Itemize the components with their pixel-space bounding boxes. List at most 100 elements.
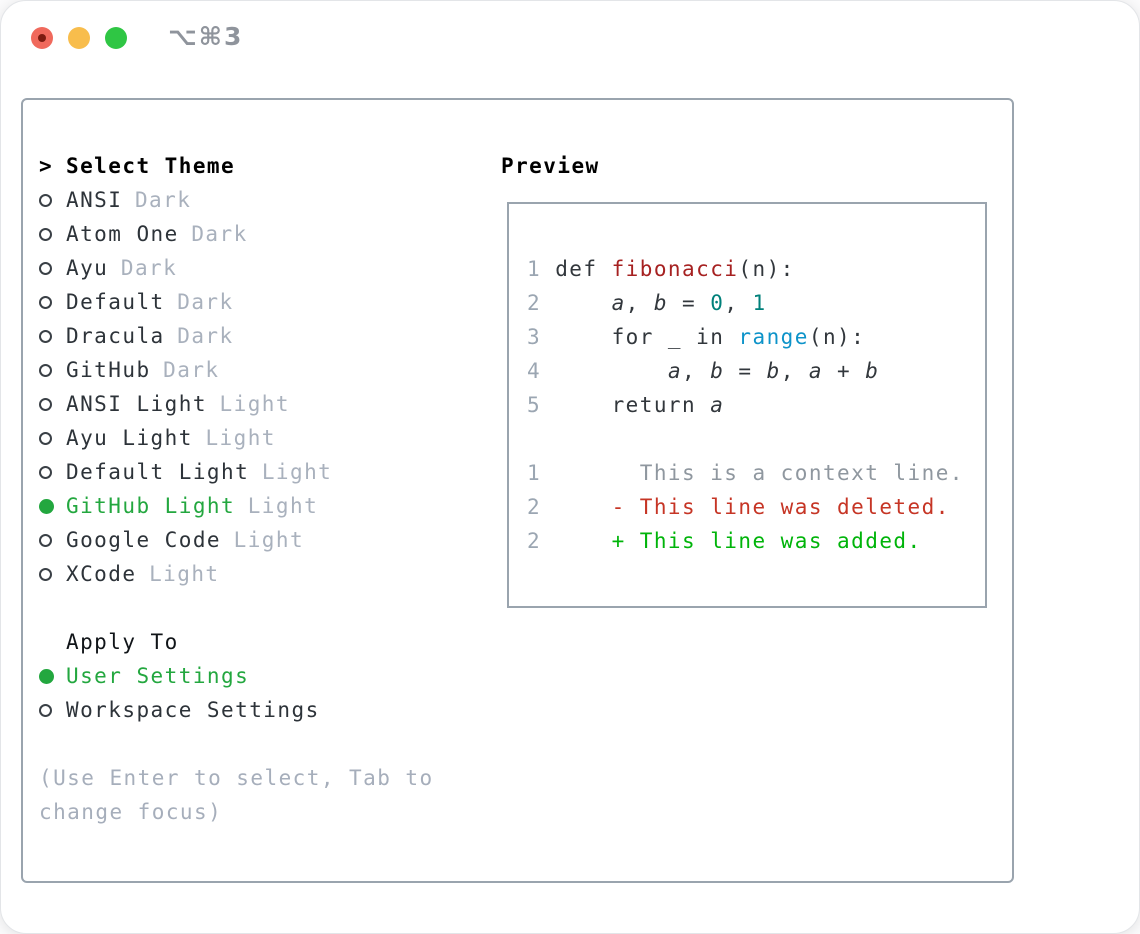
theme-variant-label: Dark xyxy=(163,358,220,382)
radio-icon xyxy=(39,465,52,479)
code-token: for xyxy=(611,325,654,349)
theme-variant-label: Dark xyxy=(134,188,192,212)
theme-variant-label: Dark xyxy=(177,290,234,314)
close-button[interactable] xyxy=(31,27,53,49)
radio-marker xyxy=(39,498,66,514)
option-label: GitHub xyxy=(66,358,151,382)
code-token: 5 xyxy=(527,393,542,417)
radio-icon xyxy=(39,261,52,275)
radio-marker xyxy=(39,533,66,547)
code-token xyxy=(541,359,668,383)
cursor-marker: > xyxy=(39,149,66,183)
radio-selected-icon xyxy=(39,668,54,684)
preview-code-line: 3 for _ in range(n): xyxy=(527,320,985,354)
code-token: (n): xyxy=(808,325,866,349)
code-token: 1 xyxy=(752,291,767,315)
preview-code-line: 2 - This line was deleted. xyxy=(527,490,985,524)
code-token: fibonacci xyxy=(611,257,739,281)
preview-code-line: 1 def fibonacci(n): xyxy=(527,252,985,286)
option-label: Google Code xyxy=(66,528,222,552)
cursor-icon: > xyxy=(39,154,54,178)
code-token: b xyxy=(653,291,668,315)
spacer xyxy=(39,591,434,625)
theme-variant-label: Light xyxy=(233,528,305,552)
option-label: Ayu xyxy=(66,256,109,280)
theme-option-ansi-light[interactable]: ANSI Light Light xyxy=(39,387,434,421)
option-label: Dracula xyxy=(66,324,165,348)
radio-marker xyxy=(39,329,66,343)
code-token: 4 xyxy=(527,359,542,383)
select-theme-header-row: > Select Theme xyxy=(39,149,434,183)
code-token: This is a context line. xyxy=(541,461,964,485)
select-theme-heading: Select Theme xyxy=(66,154,236,178)
preview-code-line: 4 a, b = b, a + b xyxy=(527,354,985,388)
code-token: - This line was deleted. xyxy=(611,495,950,519)
code-token: _ xyxy=(653,325,697,349)
code-token xyxy=(541,325,611,349)
theme-variant-label: Light xyxy=(247,494,319,518)
help-text-line-1: (Use Enter to select, Tab to xyxy=(39,766,434,790)
option-label: Ayu Light xyxy=(66,426,193,450)
option-label: ANSI Light xyxy=(66,392,207,416)
theme-option-github[interactable]: GitHub Dark xyxy=(39,353,434,387)
theme-option-google-code[interactable]: Google Code Light xyxy=(39,523,434,557)
code-token: a xyxy=(808,359,823,383)
radio-icon xyxy=(39,329,52,343)
radio-marker xyxy=(39,261,66,275)
theme-variant-label: Light xyxy=(149,562,220,586)
option-label: Default xyxy=(66,290,165,314)
code-token: return xyxy=(611,393,697,417)
radio-marker xyxy=(39,465,66,479)
code-token: = xyxy=(724,359,767,383)
theme-variant-label: Light xyxy=(219,392,290,416)
theme-variant-label: Light xyxy=(205,426,276,450)
code-token: , xyxy=(625,291,654,315)
theme-option-default[interactable]: Default Dark xyxy=(39,285,434,319)
radio-selected-icon xyxy=(39,498,54,514)
radio-marker xyxy=(39,193,66,207)
code-token: 1 xyxy=(527,257,542,281)
minimize-button[interactable] xyxy=(68,27,90,49)
code-token: 1 xyxy=(527,461,542,485)
option-label: ANSI xyxy=(66,188,123,212)
radio-marker xyxy=(39,227,66,241)
code-token: , xyxy=(780,359,809,383)
preview-code-line xyxy=(527,422,985,456)
radio-icon xyxy=(39,397,52,411)
code-token: b xyxy=(865,359,880,383)
option-label: Workspace Settings xyxy=(66,698,320,722)
preview-code-line: 1 This is a context line. xyxy=(527,456,985,490)
theme-option-ansi[interactable]: ANSI Dark xyxy=(39,183,434,217)
apply-to-heading: Apply To xyxy=(66,630,179,654)
radio-icon xyxy=(39,567,52,581)
code-token xyxy=(597,257,611,281)
option-label: User Settings xyxy=(66,664,250,688)
code-token xyxy=(541,495,611,519)
apply-option-workspace-settings[interactable]: Workspace Settings xyxy=(39,693,434,727)
code-token: def xyxy=(555,257,598,281)
code-token: 0 xyxy=(710,291,725,315)
option-label: Default Light xyxy=(66,460,250,484)
help-text-line-2: change focus) xyxy=(39,800,223,824)
radio-icon xyxy=(39,363,52,377)
code-token: a xyxy=(710,393,725,417)
code-token: a xyxy=(667,359,683,383)
radio-icon xyxy=(39,431,52,445)
code-token: , xyxy=(682,359,711,383)
zoom-button[interactable] xyxy=(105,27,127,49)
radio-marker xyxy=(39,431,66,445)
code-token: 2 xyxy=(527,291,542,315)
preview-code-line: 5 return a xyxy=(527,388,985,422)
apply-option-user-settings[interactable]: User Settings xyxy=(39,659,434,693)
theme-option-ayu-light[interactable]: Ayu Light Light xyxy=(39,421,434,455)
